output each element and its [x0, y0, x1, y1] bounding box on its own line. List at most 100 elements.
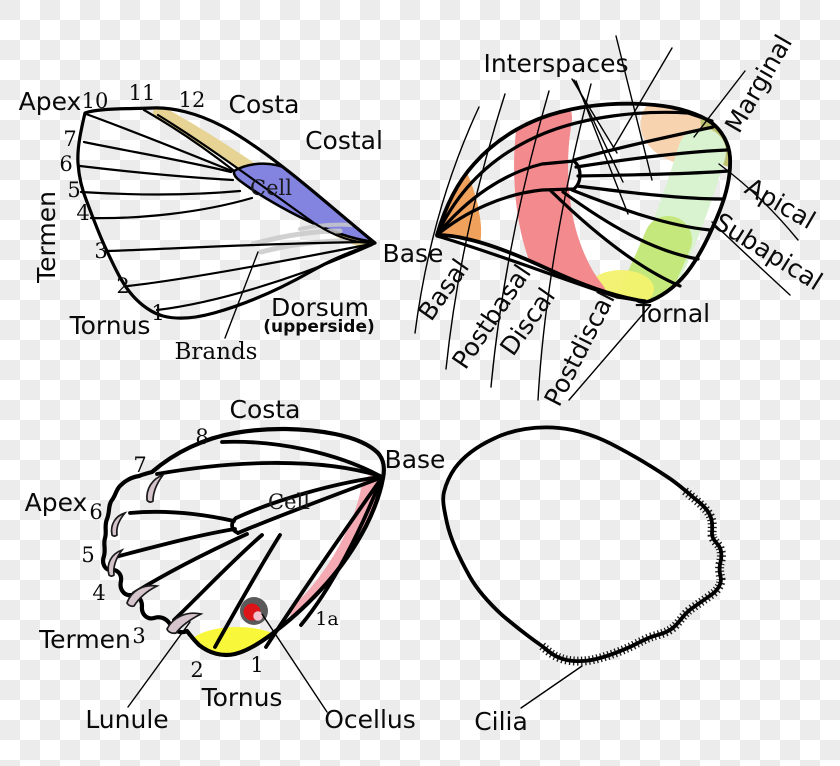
cell-upper-vein: [234, 475, 382, 520]
vein-11: [142, 108, 235, 172]
forewing-veins: [78, 108, 374, 312]
lunule-pointer-line: [127, 621, 191, 708]
vein-number-3: 3: [94, 239, 107, 263]
vein-number-5: 5: [67, 178, 80, 202]
cilia-pointer-line: [520, 665, 583, 709]
hindwing-base-label: Base: [385, 445, 446, 474]
region-boundary-arc: [490, 90, 550, 388]
forewing-vein-numbers: 1 2 3 4 5 6 7 10 11 12: [59, 81, 205, 325]
tornal-pointer-line: [568, 305, 651, 401]
lunule-crescent: [126, 584, 160, 608]
ocellus-label: Ocellus: [324, 705, 416, 734]
interspace-pointer-line: [575, 80, 629, 215]
vein-number-7: 7: [63, 127, 76, 151]
interspaces-label: Interspaces: [483, 49, 628, 78]
vein-number-11: 11: [129, 81, 156, 105]
region-boundary-arc: [718, 163, 799, 241]
forewing-cell-label: Cell: [250, 176, 292, 200]
cilia-fringe: [539, 487, 726, 666]
hindwing-vein-numbers: 1 2 3 4 5 6 7 8: [81, 425, 263, 682]
base-label: Base: [383, 239, 444, 268]
region-boundary-arc: [711, 221, 791, 296]
vein: [435, 110, 714, 237]
regions-wing-veins: [435, 110, 731, 303]
vein: [574, 148, 729, 169]
hindwing-underside-outline: [441, 425, 724, 664]
vein-2: [213, 533, 282, 649]
lunule-crescent: [166, 612, 204, 635]
brands-streaks: [250, 222, 354, 255]
vein-number-5: 5: [81, 543, 94, 567]
forewing-termen-label: Termen: [32, 191, 61, 284]
hindwing-outline: [101, 426, 387, 658]
ocellus-highlight: [253, 611, 263, 621]
hindwing-apex-label: Apex: [25, 488, 88, 517]
hindwing-underside-group: Cilia: [441, 425, 726, 736]
vein-number-3: 3: [132, 624, 145, 648]
vein-number-8: 8: [195, 425, 208, 449]
lunule-label: Lunule: [85, 705, 168, 734]
vein-8: [220, 439, 382, 478]
vein-3: [172, 533, 264, 622]
vein-number-1a: 1a: [315, 608, 338, 630]
hindwing-tornus-label: Tornus: [201, 683, 283, 712]
brands-pointer-line: [224, 251, 259, 339]
forewing-dorsum-label: Dorsum: [271, 293, 369, 322]
vein-10: [84, 112, 234, 173]
forewing-regions-group: Interspaces Marginal Apical Subapical Ba…: [412, 30, 827, 411]
cell-lower-vein: [236, 476, 382, 535]
forewing-costal-label: Costal: [305, 126, 383, 155]
lunule-crescents: [107, 473, 204, 635]
vein: [570, 188, 712, 232]
region-boundary-arc: [537, 83, 592, 401]
vein: [575, 184, 724, 201]
hindwing-cell-label: Cell: [268, 490, 310, 514]
vein-7: [82, 140, 233, 174]
lunule-crescent: [107, 548, 125, 577]
vein-number-4: 4: [92, 581, 105, 605]
brand-streak: [250, 228, 343, 247]
vein-3: [105, 240, 372, 253]
tornal-label: Tornal: [635, 299, 710, 328]
forewing-upperside-group: Apex Costa Costal Cell Termen Tornus Dor…: [19, 81, 444, 365]
vein-number-12: 12: [179, 88, 206, 112]
vein: [576, 169, 731, 178]
hindwing-costa-label: Costa: [230, 395, 301, 424]
cell-upper-vein: [435, 159, 576, 237]
brand-streak: [298, 222, 354, 231]
vein-2: [126, 242, 373, 288]
hindwing-group: Costa Base Apex Cell Termen Tornus Lunul…: [25, 395, 446, 734]
interspace-pointer-line: [615, 35, 653, 181]
cilia-label: Cilia: [474, 707, 528, 736]
vein: [561, 190, 700, 261]
forewing-costa-label: Costa: [229, 90, 300, 119]
forewing-brands-label: Brands: [175, 339, 258, 365]
forewing-apex-label: Apex: [19, 87, 82, 116]
region-boundary-arc: [445, 93, 506, 370]
forewing-dorsum-sub-label: (upperside): [263, 317, 375, 337]
vein-number-1: 1: [151, 301, 164, 325]
hindwing-tornal-patch: [188, 627, 286, 655]
vein-7: [155, 461, 382, 478]
vein: [549, 189, 682, 288]
marginal-label: Marginal: [719, 30, 798, 138]
ocellus-eyespot: [240, 597, 268, 625]
ocellus-pointer-line: [261, 613, 328, 713]
vein-4: [89, 196, 254, 220]
lunule-crescent: [110, 511, 128, 537]
hindwing-termen-label: Termen: [38, 625, 131, 654]
vein-number-1: 1: [250, 653, 263, 677]
forewing-outline: [76, 106, 377, 320]
region-boundary-arc: [414, 106, 480, 334]
vein-number-6: 6: [89, 500, 102, 524]
vein-12: [156, 113, 374, 245]
vein-6: [128, 509, 236, 523]
vein-6: [78, 164, 235, 182]
vein-number-6: 6: [59, 152, 72, 176]
vein-5: [79, 189, 242, 196]
vein-5: [113, 527, 237, 559]
lunule-crescent: [146, 473, 166, 503]
forewing-tornus-label: Tornus: [69, 311, 151, 340]
